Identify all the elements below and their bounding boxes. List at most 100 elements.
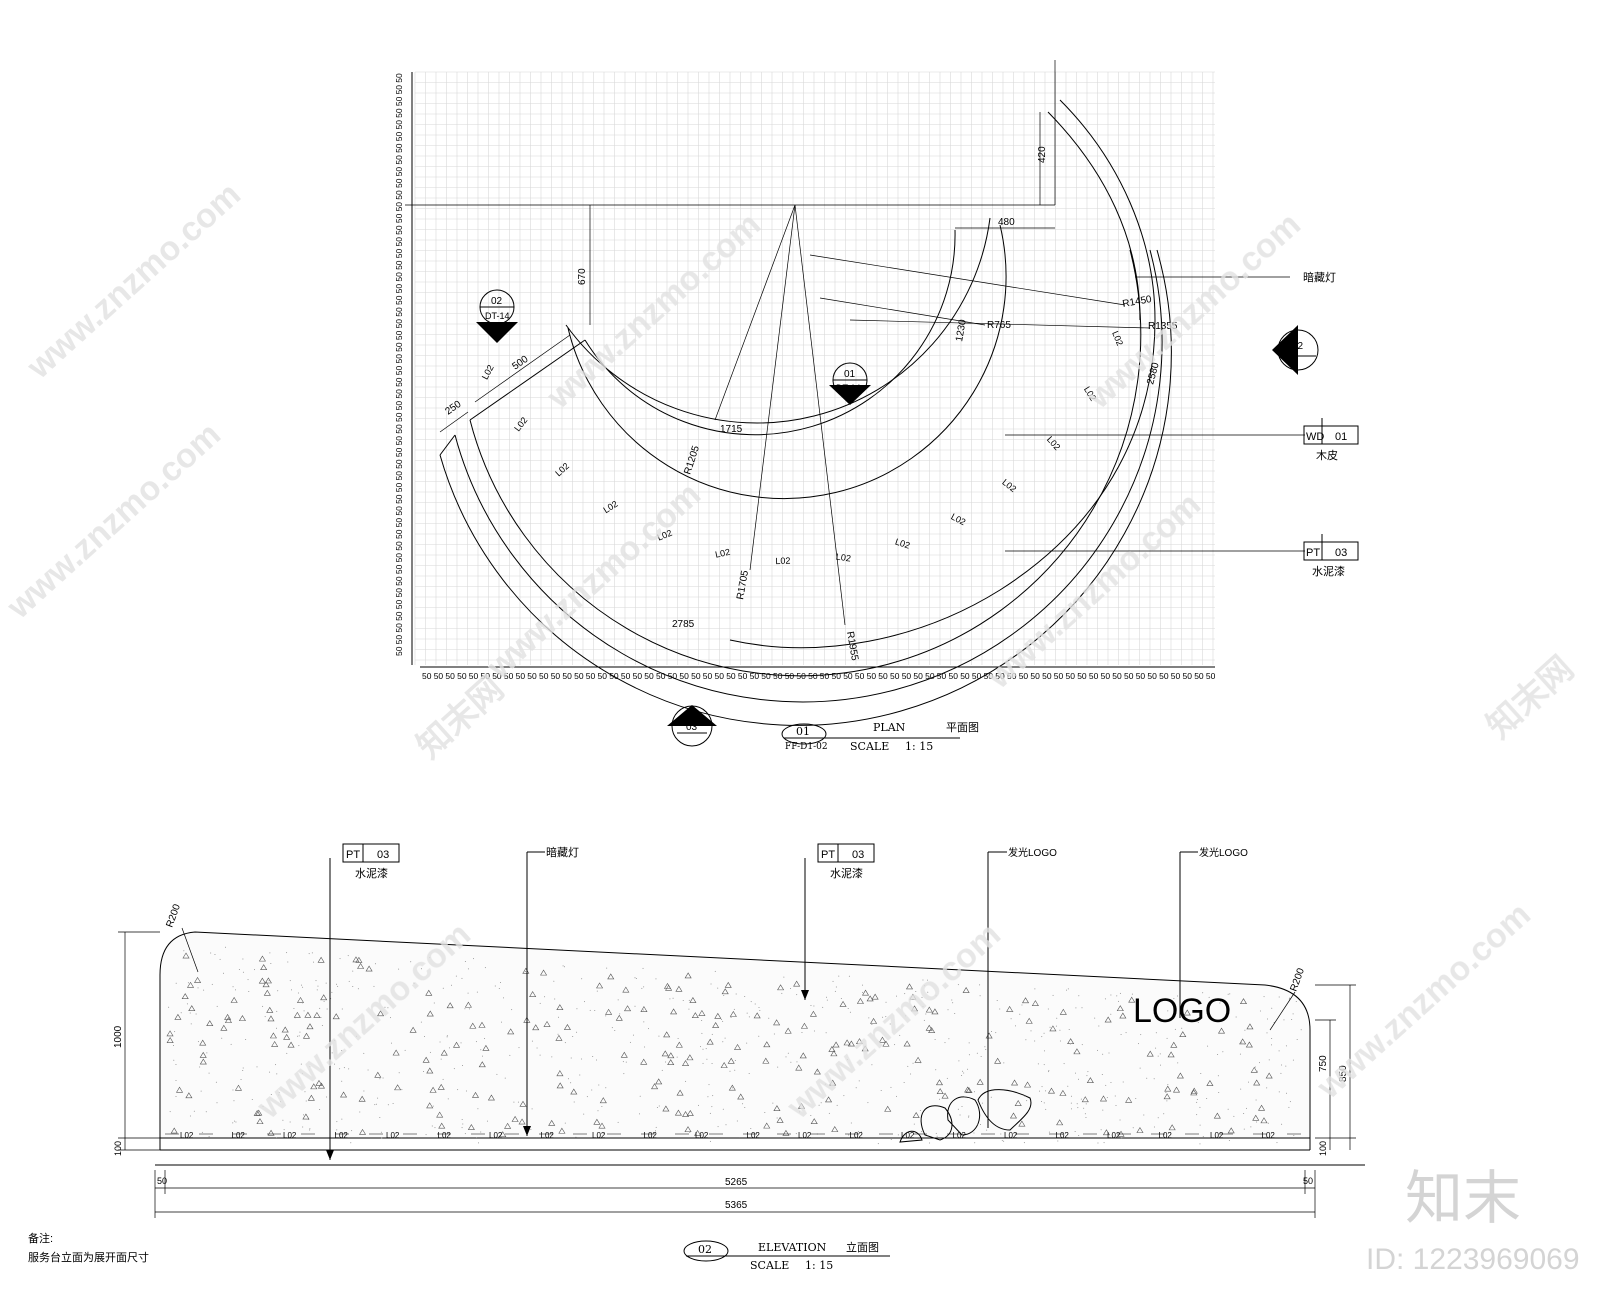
ruler-left-label: 50 [394, 483, 404, 493]
radius-r1705: R1705 [735, 569, 751, 600]
ruler-bottom-label: 50 [679, 671, 689, 681]
plan-led-label: L02 [1110, 330, 1125, 348]
elev-led-label: L02 [386, 1131, 400, 1140]
ruler-bottom-label: 50 [621, 671, 631, 681]
ruler-bottom-label: 50 [960, 671, 970, 681]
ruler-bottom-label: 50 [1030, 671, 1040, 681]
ruler-bottom-label: 50 [843, 671, 853, 681]
ruler-left-label: 50 [394, 260, 404, 270]
ruler-bottom-label: 50 [562, 671, 572, 681]
svg-text:知末网: 知末网 [410, 669, 511, 765]
ruler-left-label: 50 [394, 155, 404, 165]
elev-led-label: L02 [953, 1131, 967, 1140]
svg-text:02: 02 [1292, 341, 1304, 352]
elevation-texture [166, 946, 1302, 1145]
ruler-bottom-label: 50 [1066, 671, 1076, 681]
elev-led-label: L02 [695, 1131, 709, 1140]
svg-text:水泥漆: 水泥漆 [355, 867, 388, 880]
svg-text:www.znzmo.com: www.znzmo.com [539, 205, 768, 416]
ruler-left-label: 50 [394, 576, 404, 586]
plan-geometry [405, 60, 1305, 726]
arc-2785: 2785 [672, 619, 695, 630]
ruler-left-label: 50 [394, 202, 404, 212]
svg-text:www.znzmo.com: www.znzmo.com [1079, 205, 1308, 416]
ruler-left-label: 50 [394, 389, 404, 399]
ruler-bottom-label: 50 [984, 671, 994, 681]
ruler-left-label: 50 [394, 401, 404, 411]
elev-led-label: L02 [1056, 1131, 1070, 1140]
ruler-bottom-label: 50 [738, 671, 748, 681]
ruler-bottom-label: 50 [504, 671, 514, 681]
svg-text:立面图: 立面图 [846, 1240, 879, 1254]
radius-r1450: R1450 [1122, 294, 1153, 310]
svg-text:木皮: 木皮 [1316, 449, 1338, 462]
svg-text:PT: PT [346, 849, 360, 861]
ruler-bottom-label: 50 [913, 671, 923, 681]
ruler-bottom-label: 50 [1171, 671, 1181, 681]
svg-text:1: 15: 1: 15 [805, 1259, 833, 1272]
ruler-bottom-label: 50 [867, 671, 877, 681]
elev-led-label: L02 [232, 1131, 246, 1140]
ruler-left-label: 50 [394, 518, 404, 528]
svg-text:100: 100 [113, 1141, 123, 1156]
ruler-left-label: 50 [394, 237, 404, 247]
elev-led-label: L02 [798, 1131, 812, 1140]
ruler-bottom-label: 50 [1089, 671, 1099, 681]
plan-callout-pt03: PT 03 水泥漆 [1303, 534, 1359, 578]
svg-text:暗藏灯: 暗藏灯 [1303, 270, 1336, 284]
brand-logo: 知末 [1405, 1164, 1521, 1232]
ruler-left-label: 50 [394, 295, 404, 305]
ruler-bottom-label: 50 [527, 671, 537, 681]
ruler-bottom-label: 50 [1101, 671, 1111, 681]
elev-led-label: L02 [1210, 1131, 1224, 1140]
ruler-left-label: 50 [394, 249, 404, 259]
logo-text: LOGO [1133, 992, 1231, 1030]
ruler-bottom-label: 50 [586, 671, 596, 681]
elev-led-label: L02 [747, 1131, 761, 1140]
ruler-left-label: 50 [394, 143, 404, 153]
ruler-left-label: 50 [394, 471, 404, 481]
ruler-bottom-label: 50 [773, 671, 783, 681]
ruler-left-label: 50 [394, 85, 404, 95]
elev-led-label: L02 [1107, 1131, 1121, 1140]
ruler-left-label: 50 [394, 284, 404, 294]
elev-led-label: L02 [592, 1131, 606, 1140]
svg-text:SCALE: SCALE [750, 1259, 789, 1272]
ruler-bottom-label: 50 [715, 671, 725, 681]
section-mark-02-dt14-left: 02 DT-14 [476, 289, 518, 343]
ruler-left-label: 50 [394, 553, 404, 563]
elev-led-label: L02 [1262, 1131, 1276, 1140]
ruler-left-label: 50 [394, 178, 404, 188]
ruler-bottom-label: 50 [574, 671, 584, 681]
ruler-bottom-label: 50 [949, 671, 959, 681]
elev-callout-pt03-center: PT 03 水泥漆 [801, 843, 875, 1000]
ruler-left: 5050505050505050505050505050505050505050… [394, 72, 413, 665]
elev-callout-pt03-left: PT 03 水泥漆 [326, 843, 400, 1160]
svg-text:PLAN: PLAN [873, 721, 906, 734]
svg-text:03: 03 [686, 722, 698, 733]
svg-text:03: 03 [852, 849, 864, 861]
svg-text:01: 01 [1335, 431, 1347, 443]
dim-420: 420 [1037, 146, 1048, 163]
ruler-left-label: 50 [394, 412, 404, 422]
ruler-bottom-label: 50 [1147, 671, 1157, 681]
ruler-left-label: 50 [394, 330, 404, 340]
ruler-bottom-label: 50 [820, 671, 830, 681]
ruler-left-label: 50 [394, 377, 404, 387]
dim-670: 670 [577, 268, 588, 285]
ruler-bottom-label: 50 [855, 671, 865, 681]
ruler-bottom-label: 50 [726, 671, 736, 681]
svg-text:知末网: 知末网 [1480, 649, 1581, 745]
plan-led-label: L02 [1045, 434, 1062, 452]
svg-text:www.znzmo.com: www.znzmo.com [19, 175, 248, 386]
svg-text:50: 50 [1303, 1176, 1313, 1186]
elev-callout-logo-light-2: 发光LOGO [1179, 846, 1248, 1018]
svg-text:01: 01 [844, 369, 856, 380]
radius-r765: R765 [987, 320, 1011, 331]
ruler-left-label: 50 [394, 272, 404, 282]
ruler-left-label: 50 [394, 611, 404, 621]
ruler-bottom-label: 50 [481, 671, 491, 681]
ruler-bottom-label: 50 [1206, 671, 1216, 681]
svg-text:R200: R200 [164, 902, 183, 929]
